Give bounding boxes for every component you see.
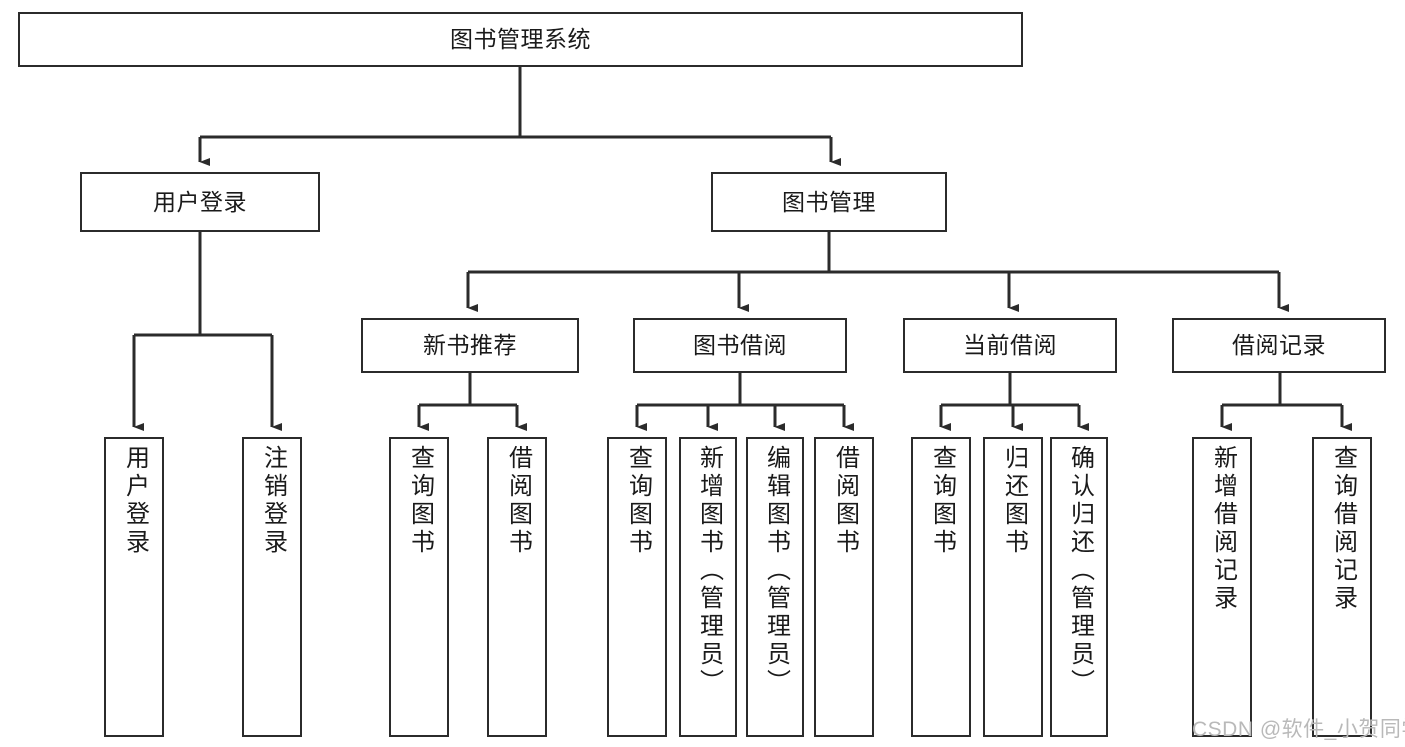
leaf-borrow-book-rec[interactable]: 借阅图书: [487, 437, 547, 737]
leaf-query-borrow-record-label: 查询借阅记录: [1329, 445, 1357, 613]
leaf-add-borrow-record-label: 新增借阅记录: [1209, 445, 1237, 613]
leaf-query-book-current[interactable]: 查询图书: [911, 437, 971, 737]
leaf-add-borrow-record[interactable]: 新增借阅记录: [1192, 437, 1252, 737]
leaf-query-book-rec[interactable]: 查询图书: [389, 437, 449, 737]
leaf-query-book-rec-label: 查询图书: [406, 445, 434, 557]
leaf-user-login-label: 用户登录: [121, 445, 149, 557]
node-borrow-record-label: 借阅记录: [1232, 332, 1326, 359]
node-current-borrow-label: 当前借阅: [963, 332, 1057, 359]
leaf-edit-book-admin[interactable]: 编辑图书（管理员）: [746, 437, 804, 737]
leaf-user-login[interactable]: 用户登录: [104, 437, 164, 737]
node-root-label: 图书管理系统: [450, 26, 591, 53]
node-new-book-recommend[interactable]: 新书推荐: [361, 318, 579, 373]
leaf-confirm-return-admin[interactable]: 确认归还（管理员）: [1050, 437, 1108, 737]
leaf-return-book[interactable]: 归还图书: [983, 437, 1043, 737]
leaf-query-book-borrow-label: 查询图书: [624, 445, 652, 557]
leaf-add-book-admin[interactable]: 新增图书（管理员）: [679, 437, 737, 737]
leaf-query-book-borrow[interactable]: 查询图书: [607, 437, 667, 737]
csdn-watermark: CSDN @软件_小贺同学: [1192, 718, 1405, 741]
leaf-logout[interactable]: 注销登录: [242, 437, 302, 737]
node-new-book-recommend-label: 新书推荐: [423, 332, 517, 359]
leaf-borrow-book-label: 借阅图书: [831, 445, 859, 557]
leaf-logout-label: 注销登录: [259, 445, 287, 557]
node-borrow-record[interactable]: 借阅记录: [1172, 318, 1386, 373]
node-user-login-label: 用户登录: [153, 188, 247, 215]
node-book-borrow[interactable]: 图书借阅: [633, 318, 847, 373]
node-user-login[interactable]: 用户登录: [80, 172, 320, 232]
leaf-confirm-return-admin-label: 确认归还（管理员）: [1066, 445, 1094, 697]
node-root[interactable]: 图书管理系统: [18, 12, 1023, 67]
node-book-management-label: 图书管理: [782, 188, 876, 215]
leaf-query-book-current-label: 查询图书: [928, 445, 956, 557]
node-book-management[interactable]: 图书管理: [711, 172, 947, 232]
leaf-query-borrow-record[interactable]: 查询借阅记录: [1312, 437, 1372, 737]
leaf-add-book-admin-label: 新增图书（管理员）: [695, 445, 723, 697]
leaf-borrow-book-rec-label: 借阅图书: [504, 445, 532, 557]
leaf-edit-book-admin-label: 编辑图书（管理员）: [762, 445, 790, 697]
leaf-return-book-label: 归还图书: [1000, 445, 1028, 557]
leaf-borrow-book[interactable]: 借阅图书: [814, 437, 874, 737]
node-current-borrow[interactable]: 当前借阅: [903, 318, 1117, 373]
node-book-borrow-label: 图书借阅: [693, 332, 787, 359]
